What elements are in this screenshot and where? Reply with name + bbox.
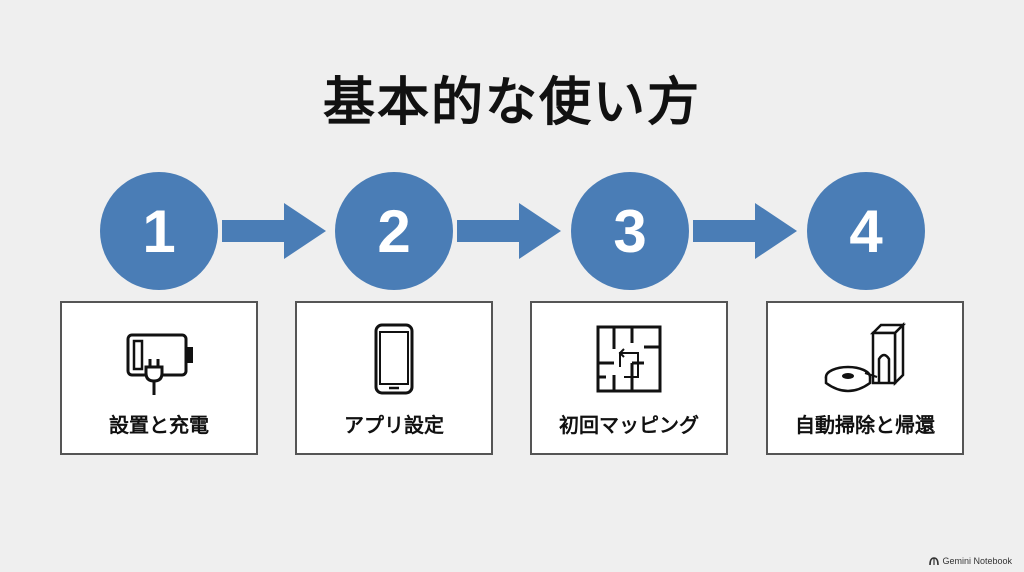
step-2-circle: 2 bbox=[335, 172, 453, 290]
step-1-label: 設置と充電 bbox=[109, 413, 209, 437]
battery-plug-icon bbox=[126, 333, 193, 395]
step-4-card: 自動掃除と帰還 bbox=[766, 301, 964, 455]
footer-brand: Gemini Notebook bbox=[929, 556, 1012, 566]
arrow-right-icon bbox=[457, 203, 561, 259]
arrow-right-icon bbox=[222, 203, 326, 259]
step-4-label: 自動掃除と帰還 bbox=[795, 413, 935, 437]
arrow-right-icon bbox=[693, 203, 797, 259]
step-3-label: 初回マッピング bbox=[559, 413, 699, 437]
gemini-logo-icon bbox=[929, 556, 940, 565]
floor-map-icon bbox=[596, 325, 662, 393]
step-2-label: アプリ設定 bbox=[344, 413, 444, 437]
smartphone-icon bbox=[374, 323, 414, 395]
step-2-card: アプリ設定 bbox=[295, 301, 493, 455]
step-3-card: 初回マッピング bbox=[530, 301, 728, 455]
robot-vacuum-dock-icon bbox=[824, 321, 907, 393]
step-1-card: 設置と充電 bbox=[60, 301, 258, 455]
step-3-circle: 3 bbox=[571, 172, 689, 290]
step-1-circle: 1 bbox=[100, 172, 218, 290]
page-title: 基本的な使い方 bbox=[322, 73, 701, 133]
step-4-circle: 4 bbox=[807, 172, 925, 290]
footer-brand-label: Gemini Notebook bbox=[942, 556, 1012, 566]
